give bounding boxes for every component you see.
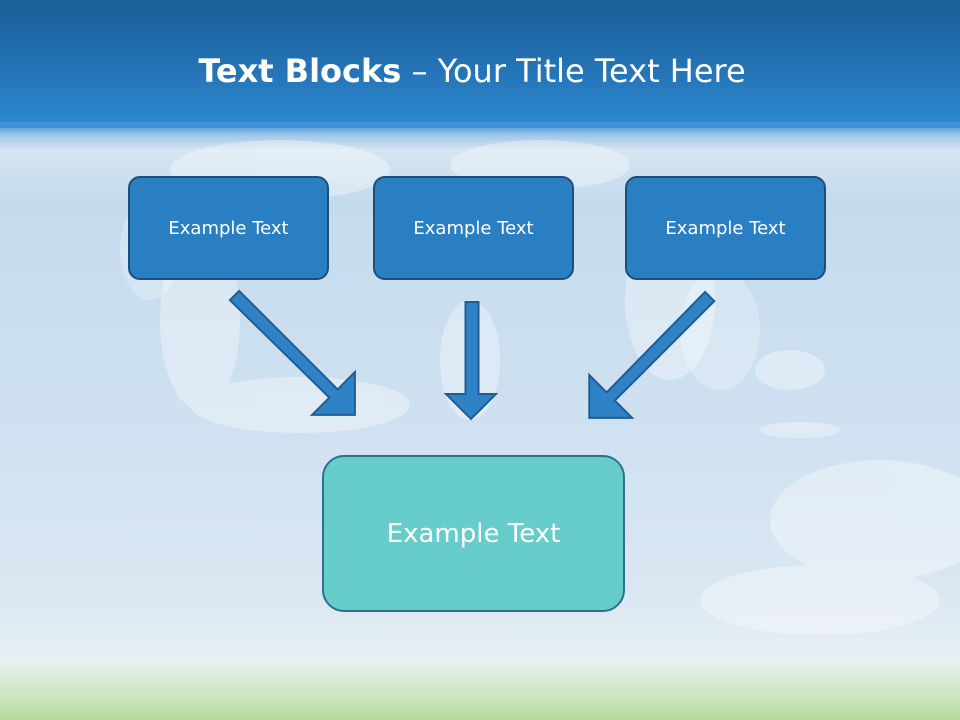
arrow-left-to-target: [228, 289, 356, 416]
header-fade: [0, 122, 960, 150]
text-box-center: Example Text: [373, 176, 574, 280]
text-box-right: Example Text: [625, 176, 826, 280]
text-box-left: Example Text: [128, 176, 329, 280]
text-box-right-label: Example Text: [665, 217, 786, 239]
arrow-center-to-target: [443, 301, 499, 421]
arrow-right-to-target: [588, 290, 716, 419]
grass-strip: [0, 660, 960, 720]
target-box-label: Example Text: [386, 518, 561, 549]
title-rest: Your Title Text Here: [437, 52, 746, 90]
header-band: [0, 0, 960, 128]
title-dash: –: [411, 52, 428, 90]
slide-title: Text Blocks – Your Title Text Here: [0, 52, 944, 90]
title-bold: Text Blocks: [198, 52, 402, 90]
text-box-center-label: Example Text: [413, 217, 534, 239]
text-box-left-label: Example Text: [168, 217, 289, 239]
target-box: Example Text: [322, 455, 625, 612]
